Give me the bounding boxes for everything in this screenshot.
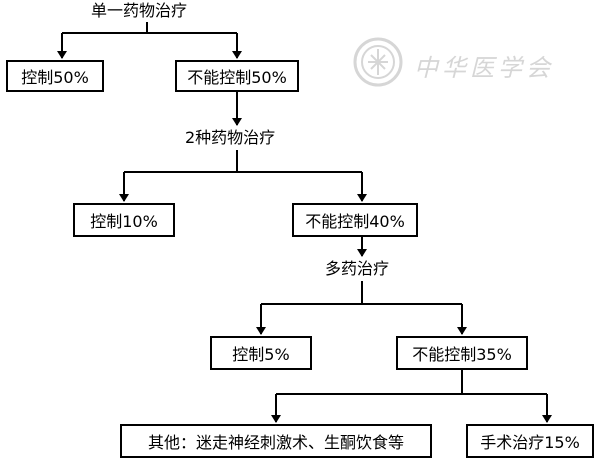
step2-control-box: 控制10% bbox=[73, 203, 175, 237]
chinese-medical-association-seal-icon bbox=[353, 37, 403, 87]
step3-no-control-box: 不能控制35% bbox=[396, 336, 528, 370]
watermark-text: 中华医学会 bbox=[414, 54, 554, 82]
step3-control-box: 控制5% bbox=[210, 336, 312, 370]
surgery-box: 手术治疗15% bbox=[466, 424, 594, 458]
other-treatments-box: 其他：迷走神经刺激术、生酮饮食等 bbox=[120, 424, 432, 458]
step2-label: 2种药物治疗 bbox=[185, 128, 276, 147]
step1-control-box: 控制50% bbox=[6, 60, 104, 92]
step1-label: 单一药物治疗 bbox=[91, 1, 188, 20]
step1-no-control-box: 不能控制50% bbox=[175, 60, 299, 92]
step2-no-control-box: 不能控制40% bbox=[292, 203, 418, 237]
step3-label: 多药治疗 bbox=[325, 259, 390, 278]
watermark: 中华医学会 bbox=[352, 36, 572, 92]
